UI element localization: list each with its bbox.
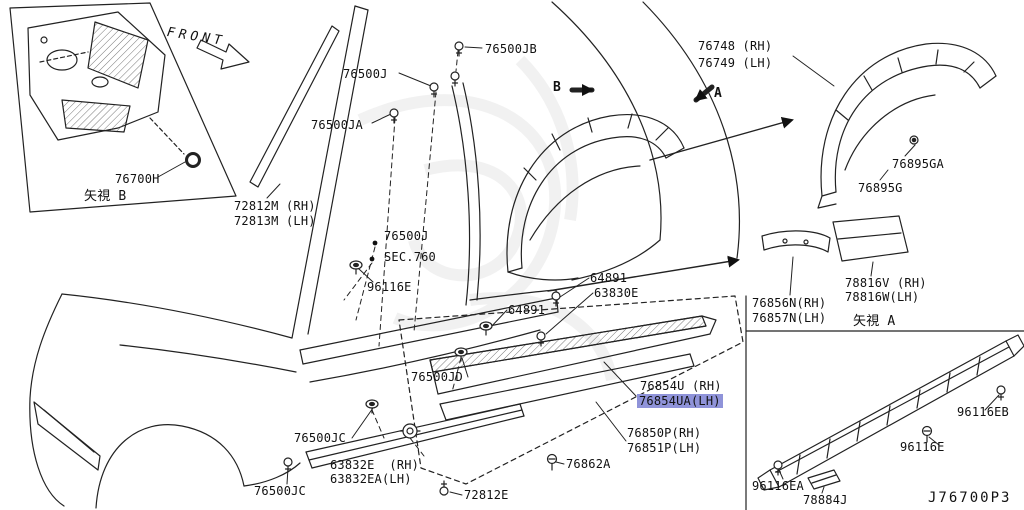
arrow-to-view-a: [547, 255, 740, 292]
fastener-icon: [439, 480, 449, 496]
part-label-72812m[interactable]: 72812M (RH): [234, 199, 316, 213]
fastener-icon: [479, 321, 493, 336]
arrow-to-right-liner: [649, 116, 794, 161]
bracket-78884J: [807, 469, 841, 490]
part-label-76748[interactable]: 76748 (RH): [698, 39, 773, 53]
fastener-icon: [454, 41, 464, 57]
view-a-arrow-icon: [693, 84, 715, 103]
part-label-64891-a[interactable]: 64891: [590, 271, 628, 285]
part-label-63830e[interactable]: 63830E: [594, 286, 639, 300]
fastener-icon: [996, 385, 1006, 401]
watermark: [357, 55, 618, 382]
view-a-caption: 矢視 A: [853, 314, 896, 329]
part-label-76856n[interactable]: 76856N(RH): [752, 296, 827, 310]
part-label-96116e-right[interactable]: 96116E: [900, 440, 945, 454]
part-label-72812e[interactable]: 72812E: [464, 488, 509, 502]
bullet-markers: [369, 240, 378, 262]
fastener-icon: [450, 71, 460, 87]
part-label-78816v[interactable]: 78816V (RH): [845, 276, 927, 290]
part-label-76500ja[interactable]: 76500JA: [311, 118, 363, 132]
fastener-icon: [389, 108, 399, 124]
part-label-76749[interactable]: 76749 (LH): [698, 56, 773, 70]
fender-liner-center: [506, 113, 685, 281]
fastener-icon: [909, 135, 919, 145]
fastener-icon: [365, 399, 379, 414]
part-label-76895g[interactable]: 76895G: [858, 181, 903, 195]
inset-view-b: [9, 2, 237, 213]
part-label-76700h[interactable]: 76700H: [115, 172, 160, 186]
drawing-number: J76700P3: [928, 490, 1012, 506]
view-a-marker: A: [714, 86, 723, 101]
front-arrow-icon: [196, 39, 250, 70]
sill-cover-parts: [305, 295, 744, 485]
part-label-96116e-left[interactable]: 96116E: [367, 280, 412, 294]
fender-liner-right: [817, 42, 997, 209]
fastener-icon: [546, 453, 558, 471]
section-ref-label: SEC.760: [384, 250, 436, 264]
car-body-outline: [29, 1, 740, 509]
bracket-76856N: [761, 230, 831, 253]
part-label-76500j-mid[interactable]: 76500J: [384, 229, 429, 243]
part-label-76895ga[interactable]: 76895GA: [892, 157, 944, 171]
part-label-76500jc-top[interactable]: 76500JC: [294, 431, 346, 445]
part-label-78884j[interactable]: 78884J: [803, 493, 848, 507]
view-b-caption: 矢視 B: [84, 189, 127, 204]
part-label-76500jb[interactable]: 76500JB: [485, 42, 537, 56]
part-label-63832ea[interactable]: 63832EA(LH): [330, 472, 412, 486]
part-label-96116ea[interactable]: 96116EA: [752, 479, 804, 493]
leader-lines: [157, 46, 1000, 496]
part-label-76857n[interactable]: 76857N(LH): [752, 311, 827, 325]
panel-78816V: [832, 215, 909, 262]
view-b-marker: B: [553, 80, 562, 95]
part-label-76862a[interactable]: 76862A: [566, 457, 611, 471]
construction-lines: [343, 50, 462, 457]
part-label-76500jc-bottom[interactable]: 76500JC: [254, 484, 306, 498]
part-label-76851p[interactable]: 76851P(LH): [627, 441, 702, 455]
part-label-76500jd[interactable]: 76500JD: [411, 370, 463, 384]
part-label-76500j-top[interactable]: 76500J: [343, 67, 388, 81]
fastener-icon: [399, 423, 421, 439]
a-pillar-garnish: [249, 25, 340, 188]
inset-view-a: [745, 295, 1024, 510]
reference-arrows: [547, 84, 794, 292]
fastener-icon: [349, 260, 363, 275]
grommet-76700H: [185, 152, 201, 168]
part-label-76850p[interactable]: 76850P(RH): [627, 426, 702, 440]
part-label-76854u[interactable]: 76854U (RH): [640, 379, 722, 393]
part-label-63832e[interactable]: 63832E (RH): [330, 458, 420, 472]
part-label-96116eb[interactable]: 96116EB: [957, 405, 1009, 419]
part-label-72813m[interactable]: 72813M (LH): [234, 214, 316, 228]
part-label-64891-b[interactable]: 64891: [508, 303, 546, 317]
part-label-78816w[interactable]: 78816W(LH): [845, 290, 920, 304]
part-label-76854ua-highlighted[interactable]: 76854UA(LH): [637, 394, 723, 408]
